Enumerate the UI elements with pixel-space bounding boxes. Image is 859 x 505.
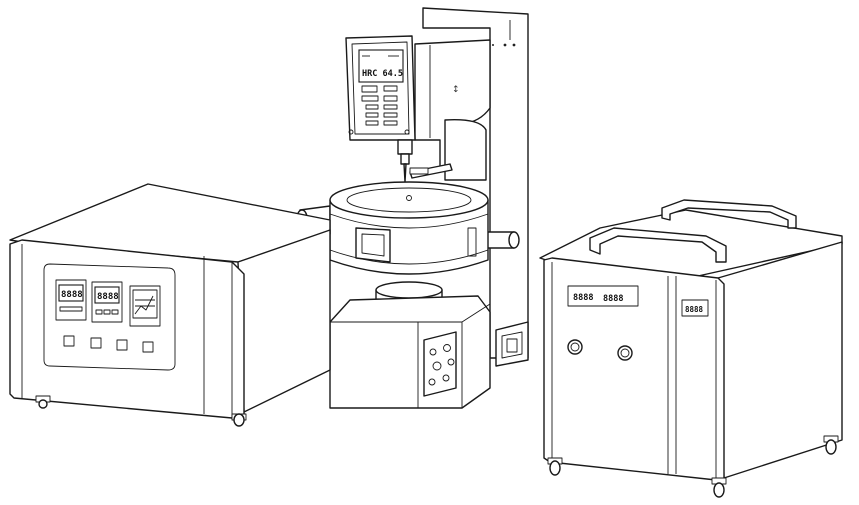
keypad-key[interactable] [361,95,379,102]
back-panel-dot [492,44,494,46]
hardness-tester: ↕ HRC 64.5 [296,7,529,409]
keypad-key[interactable] [365,104,379,110]
back-panel-dot [503,43,507,47]
tester-keypad [361,85,398,126]
back-panel-dot [512,43,516,47]
knob-left[interactable] [567,339,583,355]
wide-display-2: 8888 [603,294,623,304]
side-display-panel [681,299,709,317]
keypad-key[interactable] [365,120,379,126]
side-display: 8888 [685,305,704,314]
top-handle-back[interactable] [661,199,797,229]
tester-lcd-screen [358,49,404,83]
left-control-cabinet: 8888 8888 [9,183,331,427]
top-handle-front[interactable] [589,227,727,263]
keypad-key[interactable] [361,85,378,93]
control-button-1[interactable] [63,335,75,347]
wide-display-1: 8888 [573,293,593,303]
indenter-assembly [397,139,453,183]
right-power-cabinet: 8888 8888 8888 [539,199,843,498]
control-button-2[interactable] [90,337,102,349]
knob-right[interactable] [617,345,633,361]
arm-arrow-mark: ↕ [452,85,460,95]
meter-1-display: 8888 [61,290,83,300]
keypad-key[interactable] [383,85,398,92]
tester-control-head: HRC 64.5 [345,35,416,141]
meter-2-display: 8888 [97,292,119,302]
front-control-panel [43,263,176,371]
left-cabinet-casters [35,395,247,427]
keypad-key[interactable] [383,104,398,110]
control-button-3[interactable] [116,339,128,351]
tester-lcd-reading: HRC 64.5 [362,69,403,79]
head-screw [404,129,410,135]
tester-pedestal [329,281,491,409]
keypad-key[interactable] [383,95,398,102]
back-connector-box [495,321,529,367]
keypad-key[interactable] [383,112,398,118]
control-button-4[interactable] [142,341,154,353]
keypad-key[interactable] [383,120,398,126]
tester-arm: ↕ [414,39,491,181]
keypad-key[interactable] [365,112,379,118]
head-screw [348,129,354,135]
wide-display-panel [567,285,639,307]
right-cabinet-casters [547,435,839,498]
